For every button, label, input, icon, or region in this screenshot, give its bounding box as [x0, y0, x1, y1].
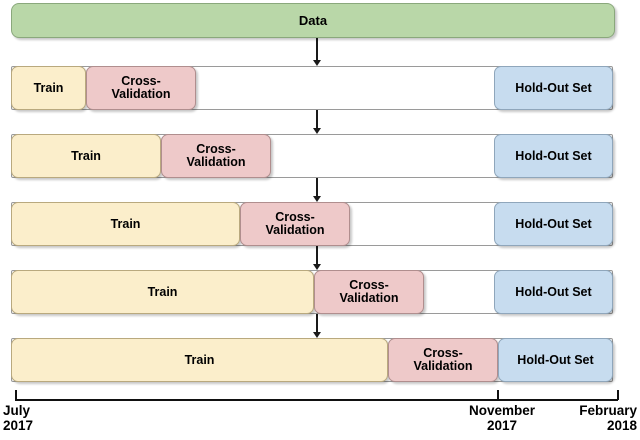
axis-label-july-2017: July 2017	[3, 403, 33, 433]
cv-label-line2: Validation	[265, 223, 325, 237]
cv-label-line2: Validation	[186, 155, 246, 169]
data-box: Data	[11, 3, 615, 38]
split-row-4-cross-validation: Cross- Validation	[314, 270, 424, 314]
train-label: Train	[110, 216, 141, 231]
cv-label-line1: Cross-	[349, 278, 389, 293]
cv-label-line1: Cross-	[196, 142, 236, 157]
cv-label-line2: Validation	[111, 87, 171, 101]
split-row-3-cross-validation: Cross- Validation	[240, 202, 350, 246]
split-row-5-hold-out: Hold-Out Set	[498, 338, 613, 382]
hold-out-label: Hold-Out Set	[515, 80, 592, 95]
cv-label-line1: Cross-	[275, 210, 315, 225]
axis-tick-july-2017	[15, 390, 17, 400]
arrow-split-3-to-4	[312, 246, 321, 270]
axis-label-year: 2017	[3, 418, 34, 434]
hold-out-label: Hold-Out Set	[515, 148, 592, 163]
train-label: Train	[184, 352, 215, 367]
cv-label-line2: Validation	[413, 359, 473, 373]
arrow-split-2-to-3	[312, 178, 321, 202]
axis-tick-november-2017	[497, 390, 499, 400]
cv-label-line1: Cross-	[121, 74, 161, 89]
train-label: Train	[147, 284, 178, 299]
data-box-label: Data	[298, 12, 328, 28]
axis-label-november-2017: November 2017	[469, 403, 535, 433]
arrow-data-to-split-1	[312, 38, 321, 66]
arrow-split-1-to-2	[312, 110, 321, 134]
train-label: Train	[33, 80, 64, 95]
split-row-5-cross-validation: Cross- Validation	[388, 338, 498, 382]
split-row-3-hold-out: Hold-Out Set	[494, 202, 613, 246]
hold-out-label: Hold-Out Set	[515, 284, 592, 299]
hold-out-label: Hold-Out Set	[515, 216, 592, 231]
axis-label-month: November	[468, 403, 536, 418]
hold-out-label: Hold-Out Set	[517, 352, 594, 367]
axis-label-year: 2017	[486, 418, 518, 434]
axis-baseline	[15, 399, 618, 401]
split-row-2-hold-out: Hold-Out Set	[494, 134, 613, 178]
axis-label-month: February	[579, 403, 637, 418]
split-row-1-hold-out: Hold-Out Set	[494, 66, 613, 110]
split-row-3-train: Train	[11, 202, 240, 246]
axis-label-february-2018: February 2018	[579, 403, 637, 433]
split-row-4-hold-out: Hold-Out Set	[494, 270, 613, 314]
split-row-1-cross-validation: Cross- Validation	[86, 66, 196, 110]
cv-label-line1: Cross-	[423, 346, 463, 361]
train-label: Train	[71, 148, 101, 163]
split-row-2-cross-validation: Cross- Validation	[161, 134, 271, 178]
arrow-split-4-to-5	[312, 314, 321, 338]
split-row-2-train: Train	[11, 134, 161, 178]
axis-label-month: July	[3, 403, 31, 418]
cv-label-line2: Validation	[339, 291, 399, 305]
split-row-1-train: Train	[11, 66, 86, 110]
split-row-5-train: Train	[11, 338, 388, 382]
split-row-4-train: Train	[11, 270, 314, 314]
axis-tick-february-2018	[617, 390, 619, 400]
axis-label-year: 2018	[606, 418, 637, 434]
